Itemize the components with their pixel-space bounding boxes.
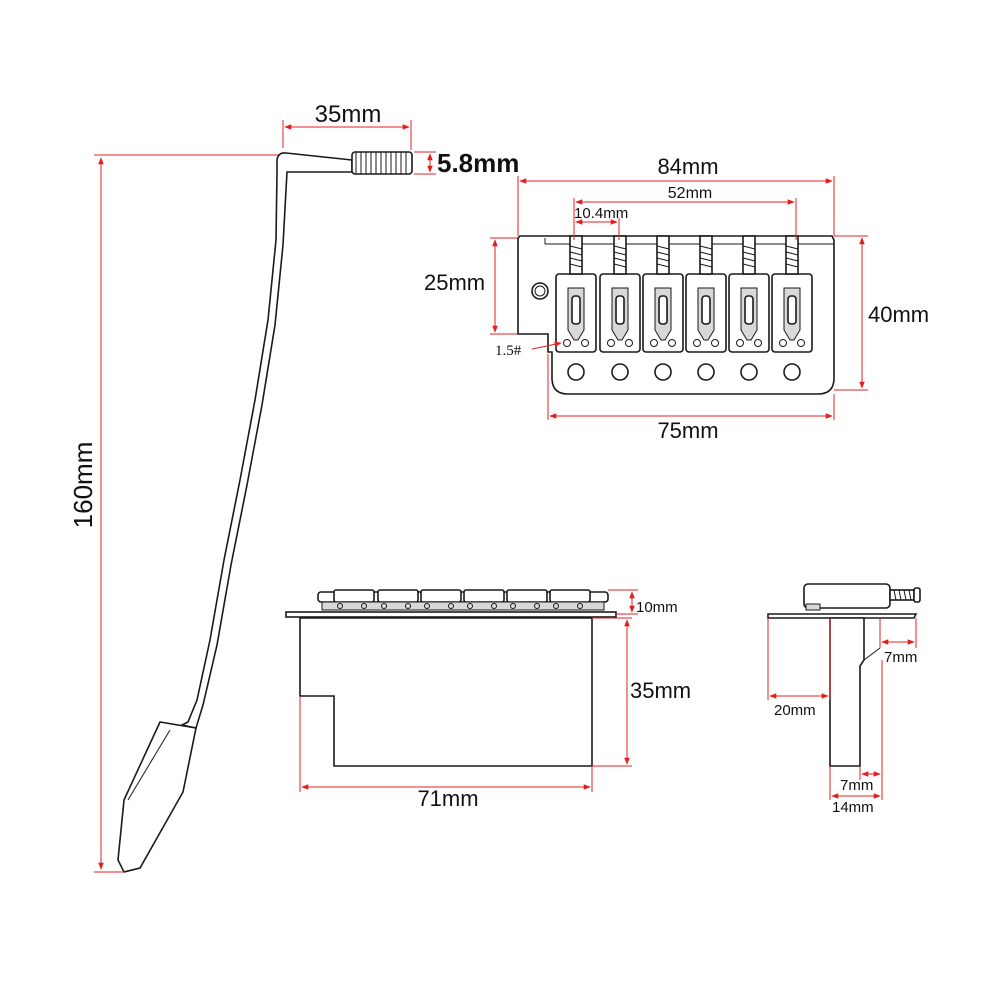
saddle	[555, 235, 597, 353]
block-saddle-height-label: 10mm	[636, 599, 678, 616]
mount-hole-small	[531, 282, 549, 300]
bridge-plate-top-view: 84mm 52mm 10.4mm 25mm 40mm 1.5# 75mm	[424, 154, 929, 443]
saddle	[771, 235, 813, 353]
arm-tip	[117, 721, 197, 873]
plate-width-label: 84mm	[657, 154, 718, 179]
side-thick-label: 7mm	[840, 777, 873, 794]
side-base-plate	[767, 613, 918, 619]
base-width-label: 75mm	[657, 418, 718, 443]
arm-thread	[351, 151, 413, 175]
saddles-front	[317, 589, 609, 611]
front-base-plate	[285, 611, 617, 618]
saddle	[599, 235, 641, 353]
bridge-front-view: 10mm 35mm 71mm	[285, 589, 691, 811]
side-offset-label: 7mm	[884, 649, 917, 666]
plate-depth-partial-label: 25mm	[424, 270, 485, 295]
arm-bar	[179, 152, 353, 729]
side-block	[829, 617, 865, 767]
side-total-label: 14mm	[832, 799, 874, 816]
arm-width-label: 35mm	[315, 101, 382, 128]
string-spacing-label: 10.4mm	[574, 205, 628, 222]
side-front-label: 20mm	[774, 702, 816, 719]
tremolo-block	[299, 617, 593, 767]
block-width-label: 71mm	[417, 786, 478, 811]
saddle	[685, 235, 727, 353]
screw-size-label: 1.5#	[495, 343, 522, 359]
string-holes	[567, 363, 801, 381]
arm-length-label: 160mm	[68, 442, 98, 529]
string-spacing-total-label: 52mm	[668, 185, 712, 202]
intonation-springs	[569, 245, 799, 268]
plate-depth-label: 40mm	[868, 302, 929, 327]
arm-thread-label: 5.8mm	[437, 148, 519, 178]
block-height-label: 35mm	[630, 678, 691, 703]
tremolo-arm: 35mm 5.8mm 160mm	[68, 101, 519, 873]
bridge-side-view: 20mm 7mm 7mm 14mm	[767, 583, 921, 816]
